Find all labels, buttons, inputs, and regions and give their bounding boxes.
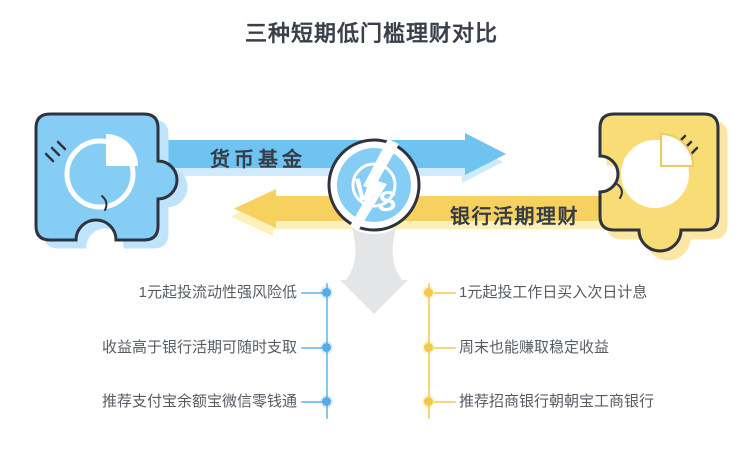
puzzle-piece-blue-shape — [34, 112, 179, 242]
list-item-left-1: 1元起投流动性强风险低 — [138, 284, 297, 301]
right-arrow-shape — [150, 133, 506, 175]
timeline-dot — [424, 288, 433, 297]
page-title: 三种短期低门槛理财对比 — [244, 21, 498, 46]
puzzle-piece-blue-icon — [34, 112, 179, 242]
list-item-right-2: 周末也能赚取稳定收益 — [459, 339, 610, 356]
timeline-tick — [301, 292, 323, 294]
puzzle-piece-yellow-icon — [598, 112, 720, 253]
speed-lines-icon — [44, 140, 67, 163]
list-item-left-2: 收益高于银行活期可随时支取 — [101, 339, 297, 356]
timeline-dot — [322, 288, 331, 297]
list-item-right-1: 1元起投工作日买入次日计息 — [459, 284, 648, 301]
timeline-tick — [434, 347, 456, 349]
timeline-tick — [434, 401, 456, 403]
timeline-tick — [301, 401, 323, 403]
list-item-left-3: 推荐支付宝余额宝微信零钱通 — [101, 393, 297, 410]
pie-chart-icon — [64, 134, 138, 211]
timeline-dot — [424, 343, 433, 352]
left-arrow-icon — [234, 189, 610, 228]
right-arrow-icon — [150, 133, 506, 175]
down-arrow-shape — [340, 228, 408, 314]
vs-letter-s: S — [376, 185, 398, 218]
vs-badge-icon: V S — [327, 138, 421, 232]
timeline-dot — [322, 343, 331, 352]
timeline-tick — [301, 347, 323, 349]
timeline-tick — [434, 292, 456, 294]
lightning-bolt-icon — [350, 139, 399, 231]
left-arrow-shape — [234, 189, 610, 228]
right-arrow-label: 银行活期理财 — [450, 206, 579, 228]
vs-ring — [351, 162, 397, 208]
down-arrow-icon — [340, 228, 408, 314]
list-item-right-3: 推荐招商银行朝朝宝工商银行 — [459, 393, 655, 410]
pie-chart-icon — [616, 132, 695, 208]
timeline-dot — [322, 397, 331, 406]
left-arrow-label: 货币基金 — [210, 149, 306, 171]
timeline-dot — [424, 397, 433, 406]
